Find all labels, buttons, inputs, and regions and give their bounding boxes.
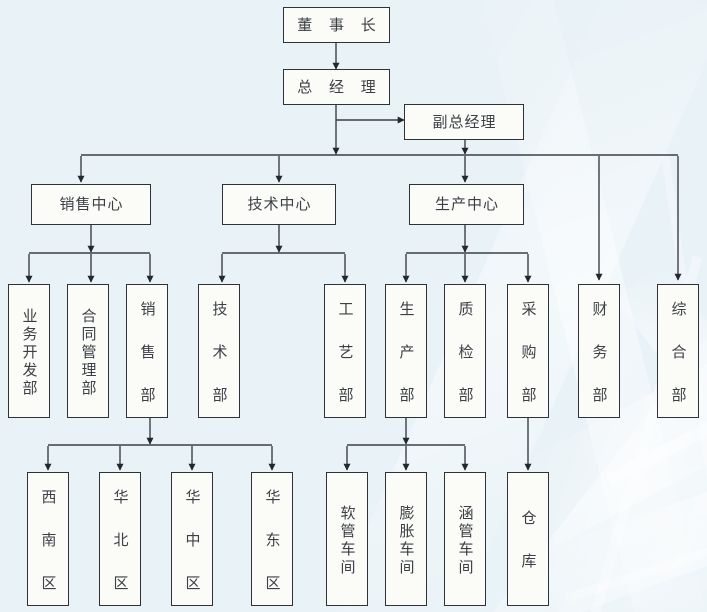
node-finance-dept[interactable]: 财务部: [578, 284, 620, 430]
node-contract-mgmt-dept[interactable]: 合同管理部: [67, 284, 109, 418]
node-deputy-general-manager[interactable]: 副总经理: [404, 104, 524, 140]
node-warehouse[interactable]: 仓库: [507, 472, 549, 606]
node-workshop-expansion[interactable]: 膨胀车间: [385, 472, 427, 606]
node-quality-dept[interactable]: 质检部: [444, 284, 486, 430]
node-workshop-culvert[interactable]: 涵管车间: [444, 472, 486, 606]
node-workshop-hose[interactable]: 软管车间: [326, 472, 368, 606]
node-sales-dept[interactable]: 销售部: [126, 284, 168, 430]
node-production-center[interactable]: 生产中心: [409, 184, 524, 225]
node-region-central[interactable]: 华中区: [171, 472, 213, 612]
node-tech-center[interactable]: 技术中心: [222, 184, 336, 225]
node-business-dev-dept[interactable]: 业务开发部: [8, 284, 50, 418]
node-region-east[interactable]: 华东区: [251, 472, 293, 612]
node-sales-center[interactable]: 销售中心: [31, 184, 151, 225]
node-process-dept[interactable]: 工艺部: [324, 284, 366, 430]
node-region-north[interactable]: 华北区: [99, 472, 141, 612]
node-production-dept[interactable]: 生产部: [385, 284, 427, 430]
node-region-southwest[interactable]: 西南区: [27, 472, 69, 612]
node-chairman[interactable]: 董 事 长: [283, 7, 390, 43]
node-general-manager[interactable]: 总 经 理: [283, 69, 390, 105]
node-purchasing-dept[interactable]: 采购部: [507, 284, 549, 430]
node-general-affairs-dept[interactable]: 综合部: [657, 284, 699, 430]
node-tech-dept[interactable]: 技术部: [198, 284, 240, 430]
